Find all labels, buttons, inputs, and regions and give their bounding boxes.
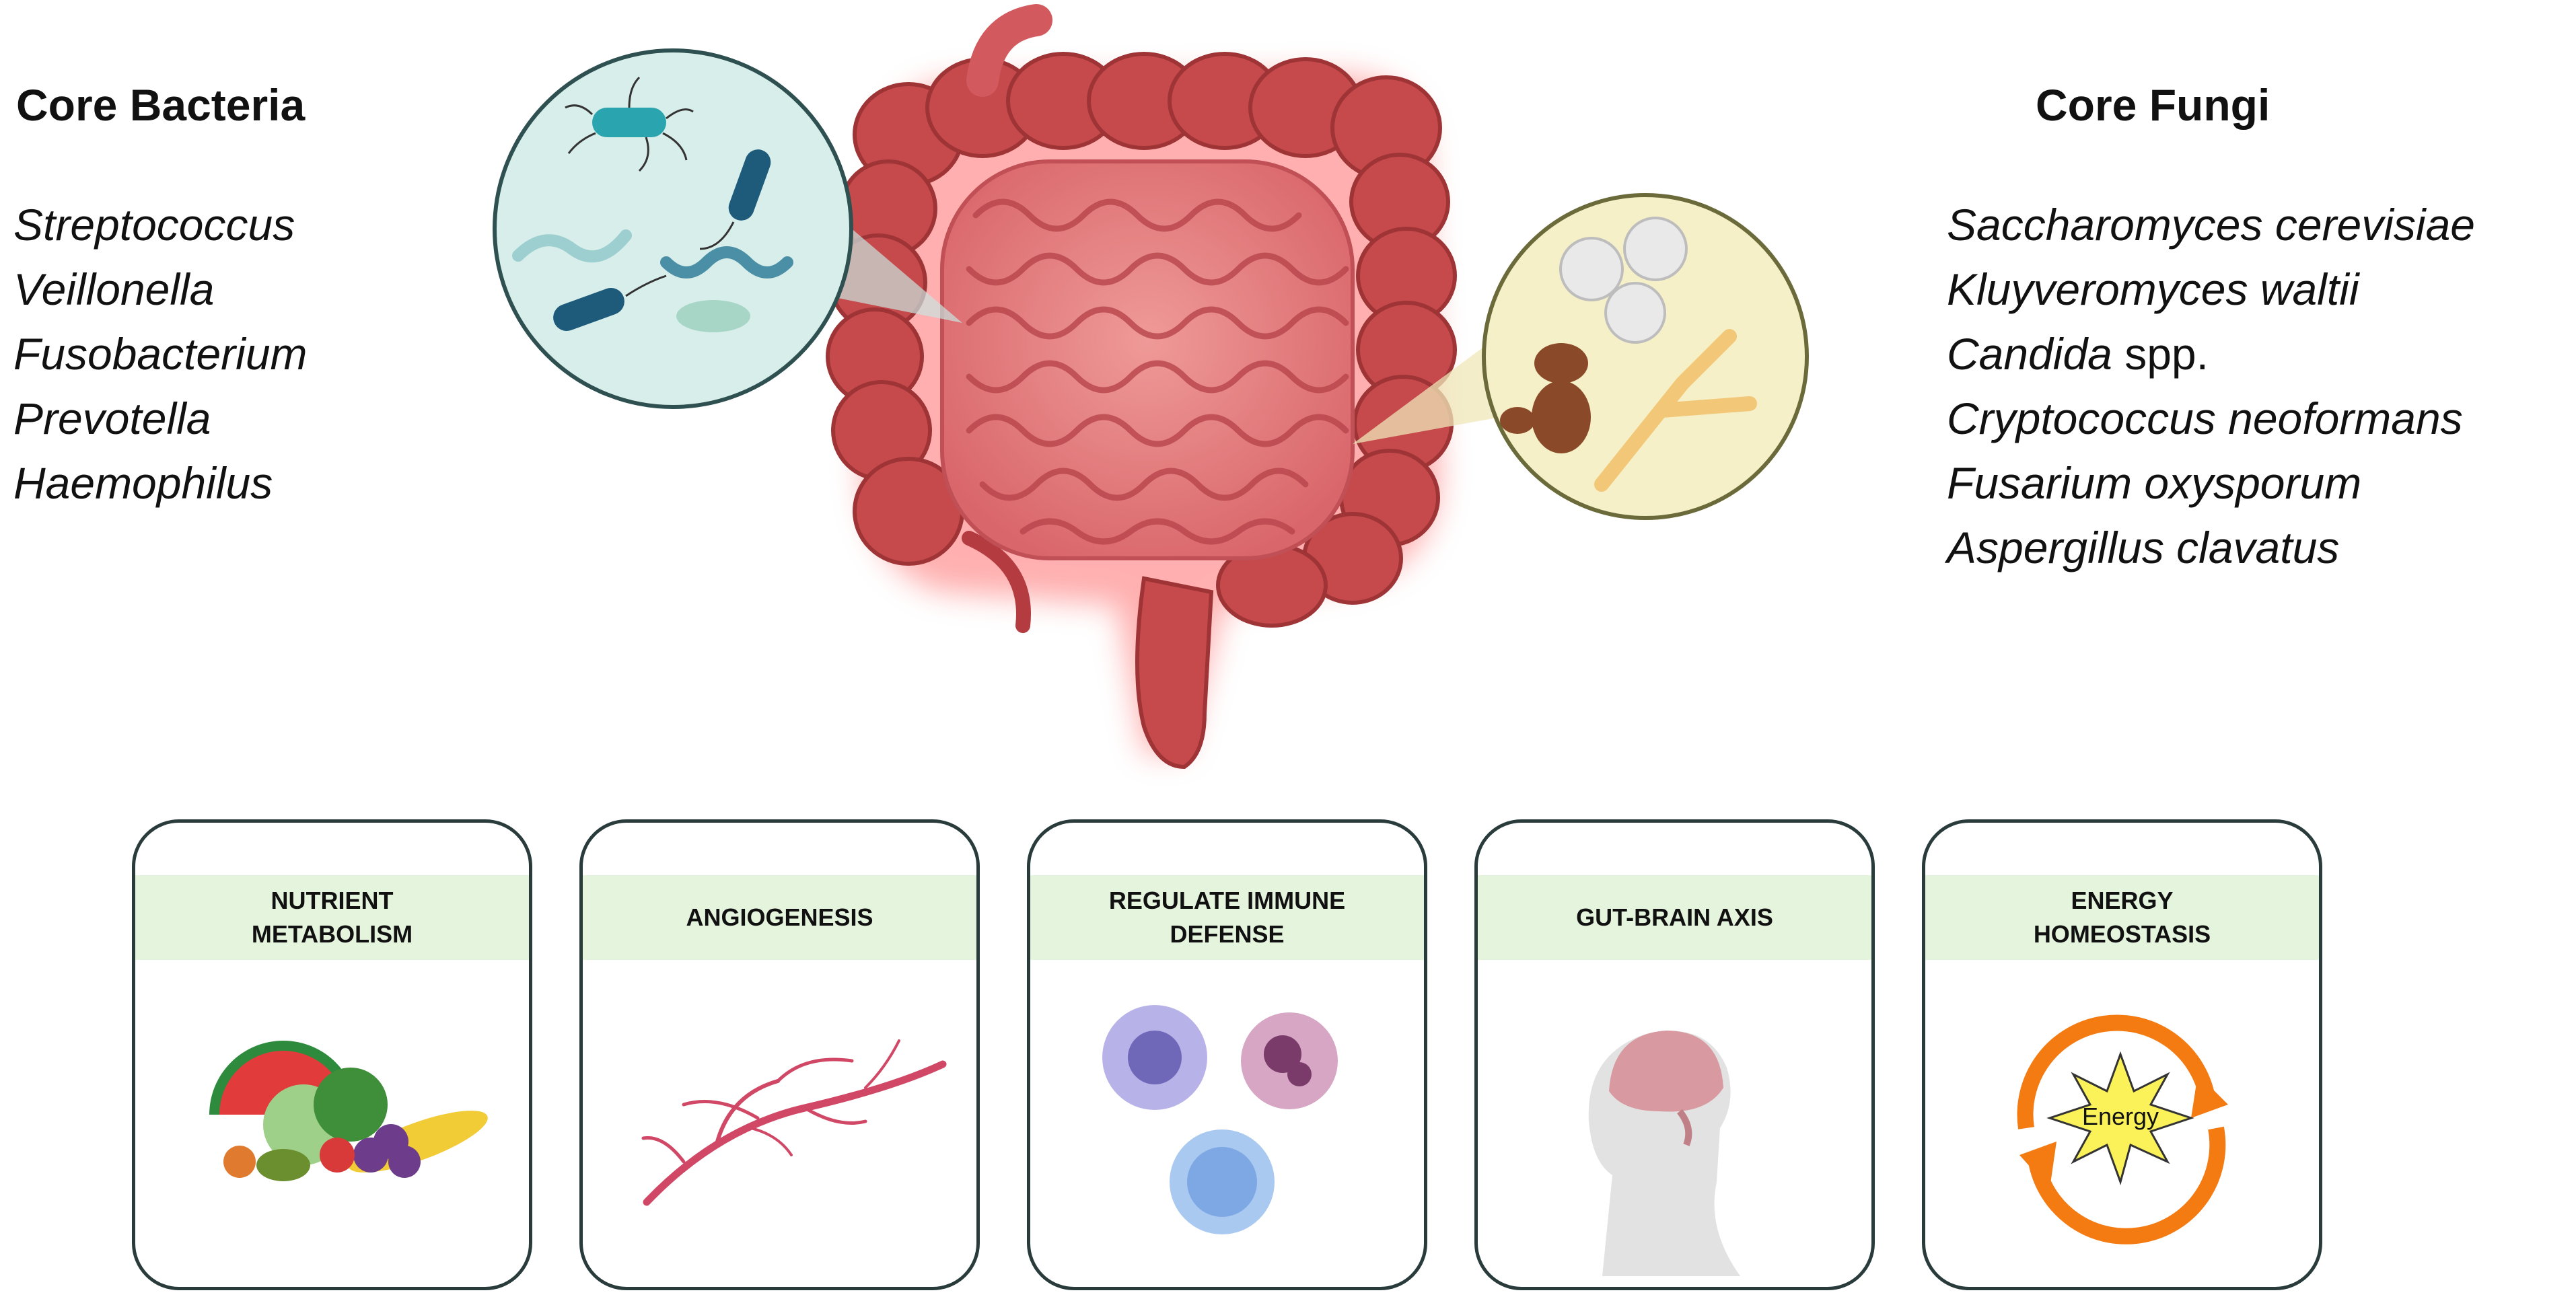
- list-item: Prevotella: [13, 394, 211, 443]
- list-item: Cryptococcus neoformans: [1947, 394, 2463, 443]
- immune-cells-icon: [1102, 1005, 1338, 1234]
- fungi-icon: [1500, 217, 1757, 492]
- list-item: Fusarium oxysporum: [1947, 458, 2362, 508]
- human-brain-icon: [1588, 1031, 1740, 1276]
- core-fungi-heading: Core Fungi: [2036, 80, 2270, 130]
- core-bacteria-heading: Core Bacteria: [16, 80, 306, 130]
- list-item: Fusobacterium: [13, 329, 308, 379]
- card-gut-brain-axis: GUT-BRAIN AXIS: [1474, 819, 1875, 1290]
- card-energy-homeostasis: ENERGY HOMEOSTASIS Energy: [1922, 819, 2322, 1290]
- card-label-band: ENERGY HOMEOSTASIS: [1925, 875, 2319, 960]
- gut-illustration: [493, 4, 1809, 770]
- card-angiogenesis: ANGIOGENESIS: [579, 819, 980, 1290]
- list-item: Candida spp.: [1947, 329, 2209, 379]
- energy-cycle-icon: Energy: [2017, 1014, 2228, 1244]
- card-regulate-immune-defense: REGULATE IMMUNE DEFENSE: [1027, 819, 1427, 1290]
- card-label: NUTRIENT METABOLISM: [251, 887, 413, 948]
- energy-label: Energy: [2082, 1103, 2159, 1130]
- bacteria-magnifier: [493, 48, 962, 409]
- card-label-band: NUTRIENT METABOLISM: [135, 875, 529, 960]
- fungi-magnifier: [1353, 193, 1809, 520]
- list-item: Kluyveromyces waltii: [1947, 264, 2359, 314]
- card-label: ANGIOGENESIS: [686, 903, 873, 931]
- fruits-vegetables-icon: [209, 1041, 488, 1181]
- card-label-band: GUT-BRAIN AXIS: [1478, 875, 1871, 960]
- card-label: GUT-BRAIN AXIS: [1576, 903, 1773, 931]
- card-label-band: ANGIOGENESIS: [583, 875, 976, 960]
- appendix: [962, 531, 1031, 633]
- duodenum: [966, 4, 1052, 97]
- small-intestine: [940, 159, 1355, 560]
- list-item: Veillonella: [13, 264, 215, 314]
- card-label-band: REGULATE IMMUNE DEFENSE: [1030, 875, 1424, 960]
- blood-vessels-icon: [641, 1039, 947, 1206]
- bacteria-icon: [512, 76, 793, 332]
- card-label: ENERGY HOMEOSTASIS: [2033, 887, 2211, 948]
- fungi-list: Saccharomyces cerevisiae Kluyveromyces w…: [1947, 192, 2475, 580]
- list-item: Aspergillus clavatus: [1947, 523, 2340, 572]
- list-item: Saccharomyces cerevisiae: [1947, 200, 2475, 250]
- card-nutrient-metabolism: NUTRIENT METABOLISM: [132, 819, 532, 1290]
- bacteria-list: Streptococcus Veillonella Fusobacterium …: [13, 192, 308, 515]
- card-label: REGULATE IMMUNE DEFENSE: [1108, 887, 1346, 948]
- list-item: Streptococcus: [13, 200, 295, 250]
- list-item: Haemophilus: [13, 458, 273, 508]
